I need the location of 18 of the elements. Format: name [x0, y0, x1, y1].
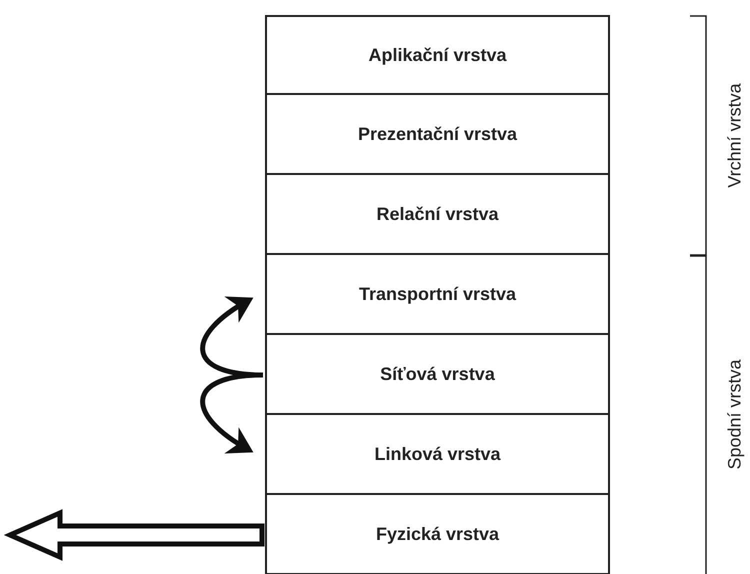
layer-box [265, 175, 610, 255]
layer-label: Linková vrstva [374, 444, 501, 464]
layer-box [265, 95, 610, 175]
layer-box [265, 15, 610, 95]
layer-label: Síťová vrstva [380, 364, 495, 384]
bracket-label: Spodní vrstva [724, 359, 746, 470]
layer-label: Fyzická vrstva [376, 524, 500, 544]
hollow-arrow [4, 509, 264, 561]
layer-box [265, 335, 610, 415]
bracket-label: Vrchní vrstva [724, 82, 746, 188]
layer-box [265, 255, 610, 335]
layer-label: Prezentační vrstva [358, 124, 518, 144]
layer-label: Aplikační vrstva [368, 44, 507, 66]
layer-label: Relační vrstva [376, 204, 499, 224]
layer-label: Transportní vrstva [358, 284, 516, 304]
curved-arrow [200, 372, 264, 453]
layer-box [265, 495, 610, 574]
layer-box [265, 415, 610, 495]
